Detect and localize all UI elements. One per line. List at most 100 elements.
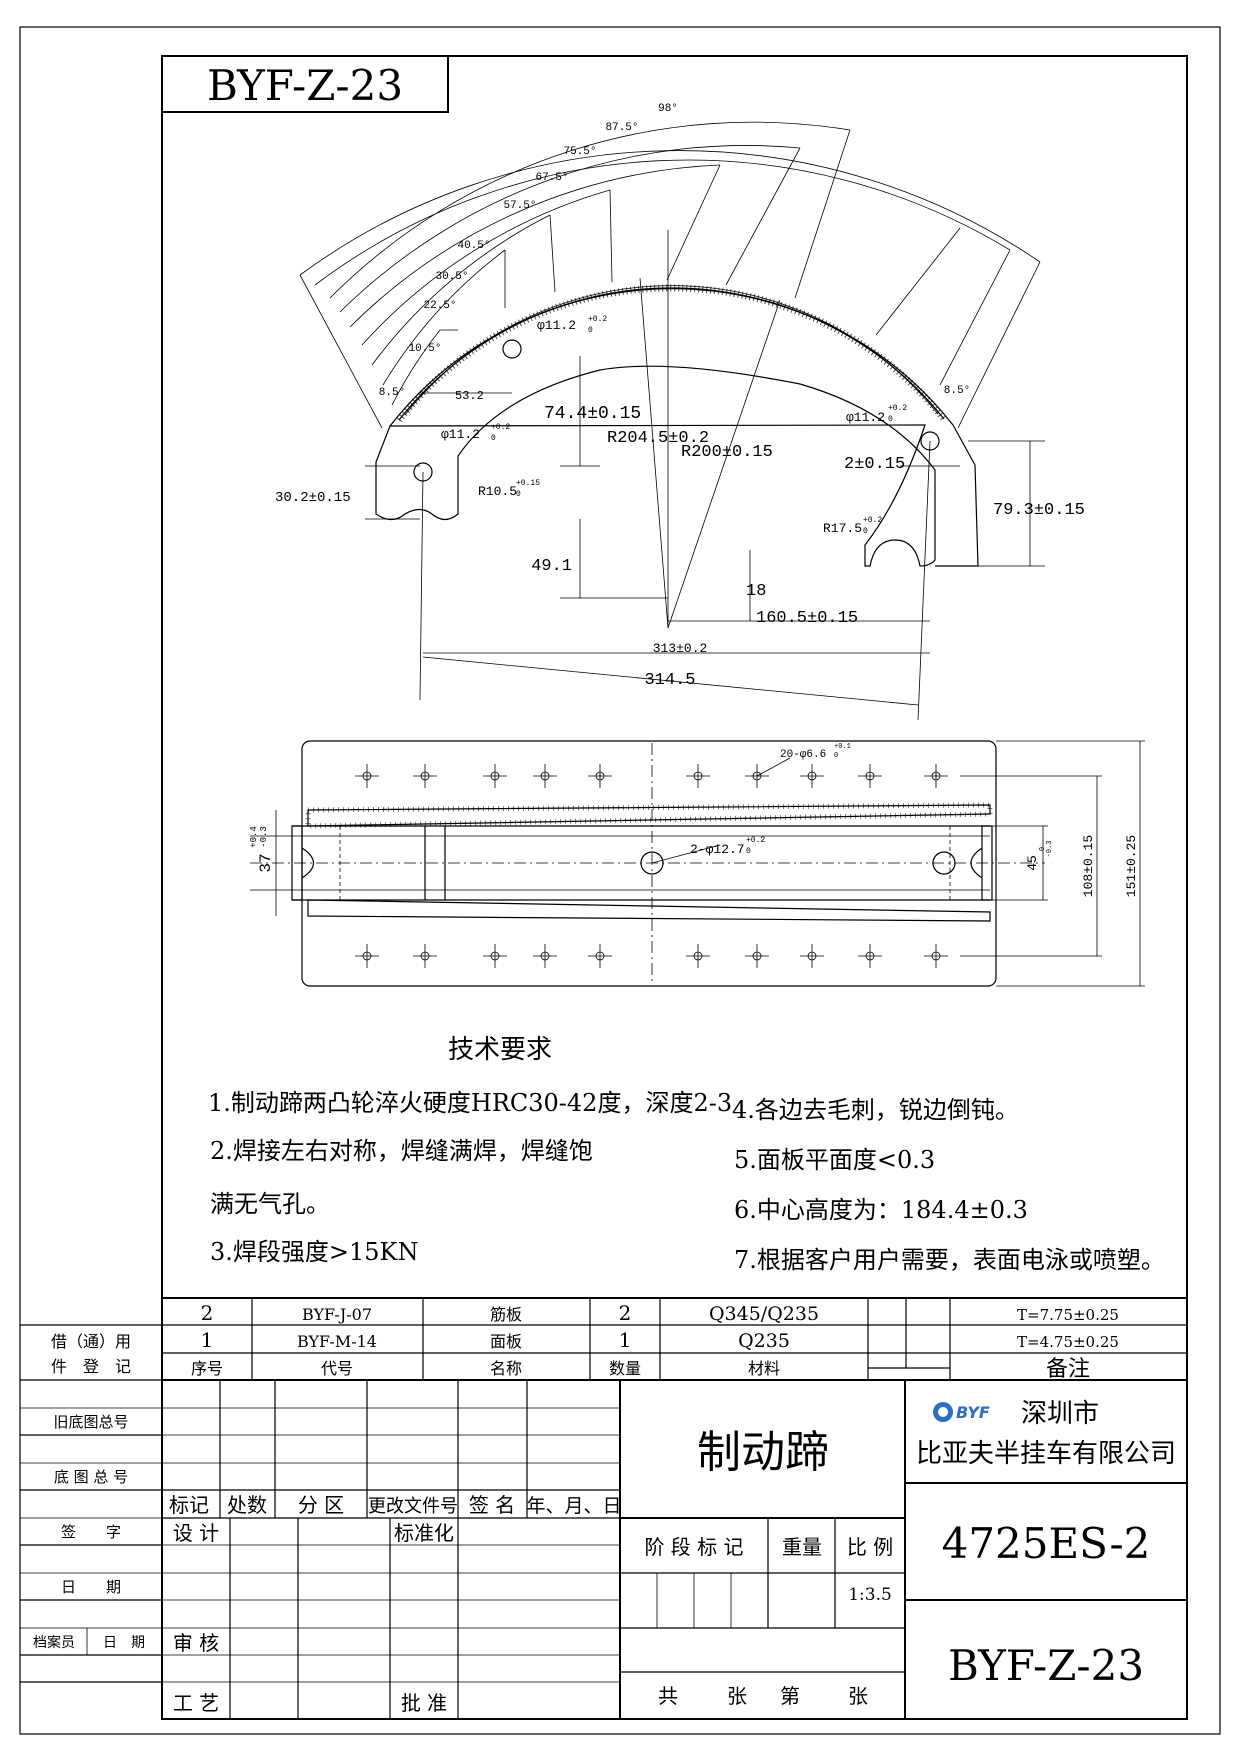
drawing-number: BYF-Z-23 bbox=[948, 1641, 1144, 1690]
sheet-no-label: 第 bbox=[780, 1684, 800, 1708]
side-register: 件 登 记 bbox=[51, 1357, 131, 1376]
dim-hole-left: φ11.2 bbox=[441, 427, 480, 442]
angle-87-5: 87.5° bbox=[605, 122, 638, 134]
dim-20-holes: 20-φ6.6 bbox=[780, 749, 826, 761]
rev-mark: 标记 bbox=[169, 1493, 209, 1517]
angle-40-5: 40.5° bbox=[457, 240, 490, 252]
dim-30-2: 30.2±0.15 bbox=[275, 490, 351, 506]
side-view: 98° 87.5° 75.5° 67.5° 57.5° 40.5° 30.5° … bbox=[275, 103, 1085, 721]
sheet-no-unit: 张 bbox=[848, 1684, 868, 1708]
plan-hole-center bbox=[640, 851, 664, 875]
requirement-6: 6.中心高度为：184.4±0.3 bbox=[734, 1196, 1028, 1224]
bom-row2-material: Q345/Q235 bbox=[709, 1303, 819, 1325]
dim-18: 18 bbox=[746, 582, 766, 601]
dim-hole-left-tol0: 0 bbox=[491, 434, 496, 443]
bom-header-material: 材料 bbox=[748, 1359, 780, 1378]
dim-r17-5: R17.5 bbox=[823, 521, 862, 536]
designer-label: 设 计 bbox=[173, 1521, 219, 1545]
company-city: 深圳市 bbox=[1021, 1399, 1099, 1429]
rev-date: 年、月、日 bbox=[526, 1495, 621, 1517]
bom-row2-code: BYF-J-07 bbox=[302, 1305, 372, 1324]
bom-header-name: 名称 bbox=[490, 1359, 522, 1378]
dim-r204-5: R204.5±0.2 bbox=[607, 429, 709, 448]
dim-45-tol-up: 0 bbox=[1039, 847, 1047, 851]
requirements-title: 技术要求 bbox=[448, 1035, 552, 1065]
requirement-1: 1.制动蹄两凸轮淬火硬度HRC30-42度，深度2-3 bbox=[208, 1089, 732, 1117]
scale-label: 比 例 bbox=[847, 1535, 893, 1559]
dim-hole-right-tol0: 0 bbox=[888, 415, 893, 424]
byf-logo-icon: BYF bbox=[933, 1402, 990, 1422]
dim-45: 45 bbox=[1025, 855, 1040, 871]
rev-signature: 签 名 bbox=[469, 1493, 515, 1517]
dim-108: 108±0.15 bbox=[1081, 835, 1096, 897]
dim-r10-5: R10.5 bbox=[478, 484, 517, 499]
requirement-2-cont: 满无气孔。 bbox=[210, 1190, 330, 1218]
left-side-column: 借（通）用 件 登 记 旧底图总号 底 图 总 号 签 字 日 期 档案员 日 … bbox=[20, 1324, 162, 1683]
angle-8-5-left: 8.5° bbox=[379, 387, 405, 399]
part-name: 制动蹄 bbox=[697, 1427, 829, 1478]
dim-r10-tol: +0.15 bbox=[516, 479, 540, 488]
bom-row2-no: 2 bbox=[201, 1301, 214, 1325]
angle-75-5: 75.5° bbox=[563, 146, 596, 158]
title-block: 标记 处数 分 区 更改文件号 签 名 年、月、日 设 计 标准化 审 核 工 … bbox=[162, 1380, 1187, 1719]
logo-text: BYF bbox=[956, 1403, 990, 1422]
angle-57-5: 57.5° bbox=[503, 200, 536, 212]
dim-hole-right: φ11.2 bbox=[846, 410, 885, 425]
side-date: 日 期 bbox=[61, 1578, 121, 1596]
bom-row1-qty: 1 bbox=[619, 1328, 632, 1352]
outer-frame bbox=[19, 26, 1221, 1735]
dim-37-tol-up: +0.4 bbox=[249, 826, 259, 848]
angle-22-5: 22.5° bbox=[423, 300, 456, 312]
bom-header-remark: 备注 bbox=[1046, 1357, 1090, 1382]
sheet-total-label: 共 bbox=[658, 1684, 678, 1708]
rev-zone: 分 区 bbox=[298, 1493, 344, 1517]
dim-37-tol-dn: -0.3 bbox=[259, 826, 269, 848]
dim-20-holes-tol0: 0 bbox=[834, 752, 838, 760]
dim-r200: R200±0.15 bbox=[681, 443, 773, 462]
dim-hole-top-tol: +0.2 bbox=[588, 315, 607, 324]
stage-mark-label: 阶 段 标 记 bbox=[644, 1535, 743, 1559]
bom-row2-qty: 2 bbox=[619, 1301, 632, 1325]
bom-row2-name: 筋板 bbox=[490, 1305, 522, 1324]
dim-r17-tol: +0.2 bbox=[863, 516, 882, 525]
requirement-2: 2.焊接左右对称，焊缝满焊，焊缝饱 bbox=[210, 1137, 593, 1165]
dim-74-4: 74.4±0.15 bbox=[544, 404, 641, 424]
dim-314-5: 314.5 bbox=[644, 671, 695, 690]
part-number: 4725ES-2 bbox=[942, 1519, 1151, 1568]
plan-view: 20-φ6.6 +0.1 0 2-φ12.7 +0.2 0 37 +0.4 -0… bbox=[249, 740, 1145, 987]
process-label: 工 艺 bbox=[173, 1691, 219, 1715]
technical-requirements: 技术要求 1.制动蹄两凸轮淬火硬度HRC30-42度，深度2-3 2.焊接左右对… bbox=[208, 1035, 1165, 1274]
dim-hole-top: φ11.2 bbox=[537, 318, 576, 333]
requirement-4: 4.各边去毛刺，锐边倒钝。 bbox=[732, 1096, 1019, 1124]
dim-hole-left-tol: +0.2 bbox=[491, 423, 510, 432]
dim-53-2: 53.2 bbox=[455, 389, 484, 403]
dim-hole-top-tol0: 0 bbox=[588, 326, 593, 335]
reviewer-label: 审 核 bbox=[173, 1631, 219, 1655]
requirement-5: 5.面板平面度<0.3 bbox=[734, 1146, 935, 1174]
plan-hole-right bbox=[932, 851, 956, 875]
inner-frame bbox=[161, 55, 1188, 1720]
side-archive-date: 日 期 bbox=[103, 1635, 145, 1651]
dim-49-1: 49.1 bbox=[531, 557, 572, 576]
company-name: 比亚夫半挂车有限公司 bbox=[916, 1439, 1176, 1469]
dim-2: 2±0.15 bbox=[844, 455, 905, 474]
plan-holes-top bbox=[355, 764, 948, 788]
dim-r10-tol0: 0 bbox=[516, 490, 521, 499]
standardization-label: 标准化 bbox=[394, 1521, 454, 1545]
side-borrow-use: 借（通）用 bbox=[51, 1332, 131, 1351]
bom-row1-name: 面板 bbox=[490, 1332, 522, 1351]
hole-top bbox=[502, 339, 522, 359]
plan-outline bbox=[301, 740, 997, 987]
dim-20-holes-tol: +0.1 bbox=[834, 743, 851, 751]
scale-value: 1:3.5 bbox=[848, 1585, 892, 1605]
bom-row1-remark: T=4.75±0.25 bbox=[1017, 1333, 1119, 1351]
requirement-7: 7.根据客户用户需要，表面电泳或喷塑。 bbox=[734, 1246, 1165, 1274]
bom-table: 2 BYF-J-07 筋板 2 Q345/Q235 T=7.75±0.25 1 … bbox=[162, 1297, 1187, 1382]
bom-row1-code: BYF-M-14 bbox=[297, 1332, 377, 1351]
dim-2-holes-tol: +0.2 bbox=[746, 836, 765, 845]
weight-label: 重量 bbox=[782, 1535, 822, 1559]
angle-67-5: 67.5° bbox=[535, 172, 568, 184]
angle-98: 98° bbox=[658, 103, 678, 115]
bom-row1-material: Q235 bbox=[738, 1330, 790, 1352]
side-base-no: 底 图 总 号 bbox=[54, 1468, 128, 1486]
